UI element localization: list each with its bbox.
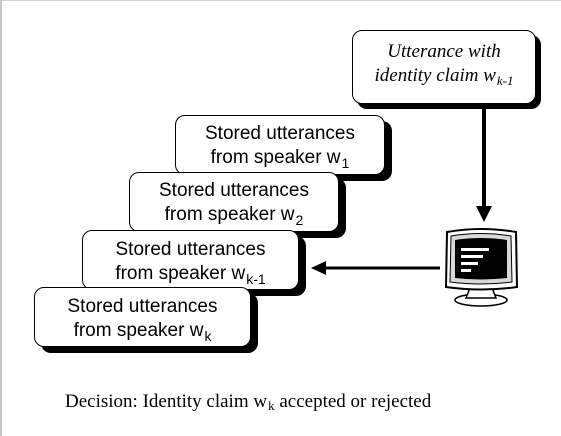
claim-subscript: k-1 xyxy=(496,73,514,88)
stored-box-3-line2: from speaker wk-1 xyxy=(83,262,298,287)
stored-box-3-speaker: from speaker w xyxy=(115,263,246,284)
claim-line2-text: identity claim w xyxy=(374,65,496,86)
stored-box-4-line2: from speaker wk xyxy=(35,319,250,344)
stored-box-2-speaker: from speaker w xyxy=(164,204,295,225)
stored-utterances-box-1: Stored utterances from speaker w1 xyxy=(175,115,385,175)
decision-subscript: k xyxy=(268,398,275,413)
stored-box-1-speaker: from speaker w xyxy=(210,147,341,168)
stored-box-1-subscript: 1 xyxy=(341,155,350,171)
stored-utterances-box-4: Stored utterances from speaker wk xyxy=(34,287,251,347)
stored-box-4-line1: Stored utterances xyxy=(67,296,218,317)
claim-line2: identity claim wk-1 xyxy=(353,64,535,89)
decision-caption: Decision: Identity claim wk accepted or … xyxy=(0,391,561,413)
frame-left-border xyxy=(0,0,2,436)
decision-suffix: accepted or rejected xyxy=(274,391,432,412)
claim-line1: Utterance with xyxy=(387,41,501,62)
stored-utterances-box-3: Stored utterances from speaker wk-1 xyxy=(82,230,299,290)
decision-prefix: Decision: Identity claim w xyxy=(65,391,268,412)
stored-box-3-line1: Stored utterances xyxy=(115,239,266,260)
arrow-claim-to-computer xyxy=(476,106,492,222)
stored-box-4-speaker: from speaker w xyxy=(73,320,204,341)
stored-box-1-line2: from speaker w1 xyxy=(176,146,384,171)
stored-box-2-line2: from speaker w2 xyxy=(130,203,338,228)
computer-monitor-icon xyxy=(444,228,519,307)
stored-box-2-line1: Stored utterances xyxy=(159,180,309,201)
stored-box-3-subscript: k-1 xyxy=(246,271,266,287)
stored-box-2-subscript: 2 xyxy=(295,212,304,228)
stored-box-4-subscript: k xyxy=(204,328,212,344)
arrow-computer-to-box xyxy=(311,261,440,275)
frame-top-border xyxy=(0,0,561,1)
identity-claim-box: Utterance with identity claim wk-1 xyxy=(352,30,536,104)
stored-box-1-line1: Stored utterances xyxy=(205,123,355,144)
